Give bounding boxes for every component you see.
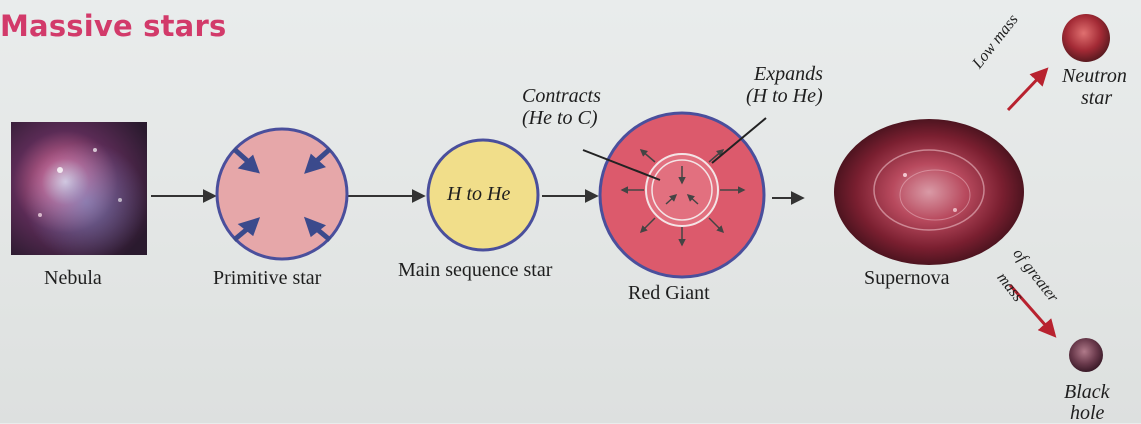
- red-giant: [583, 113, 766, 277]
- label-contracts: Contracts: [522, 86, 601, 106]
- label-neutron-star: star: [1081, 88, 1112, 108]
- label-nebula: Nebula: [44, 268, 102, 288]
- neutron-star: [1062, 14, 1110, 62]
- label-neutron: Neutron: [1062, 66, 1127, 86]
- label-black-hole: hole: [1070, 403, 1104, 423]
- nebula-image: [11, 122, 147, 255]
- label-main-sequence-star: Main sequence star: [398, 260, 552, 280]
- supernova: [834, 119, 1024, 265]
- page-title: Massive stars: [0, 12, 226, 41]
- label-primitive-star: Primitive star: [213, 268, 321, 288]
- black-hole: [1069, 338, 1103, 372]
- label-supernova: Supernova: [864, 268, 950, 288]
- label-black: Black: [1064, 382, 1110, 402]
- label-expands-reaction: (H to He): [746, 86, 823, 106]
- label-red-giant: Red Giant: [628, 283, 710, 303]
- label-expands: Expands: [754, 64, 823, 84]
- primitive-star: [217, 129, 347, 259]
- low-mass-arrow: [1008, 70, 1046, 110]
- label-core-reaction: H to He: [447, 184, 510, 204]
- label-contracts-reaction: (He to C): [522, 108, 598, 128]
